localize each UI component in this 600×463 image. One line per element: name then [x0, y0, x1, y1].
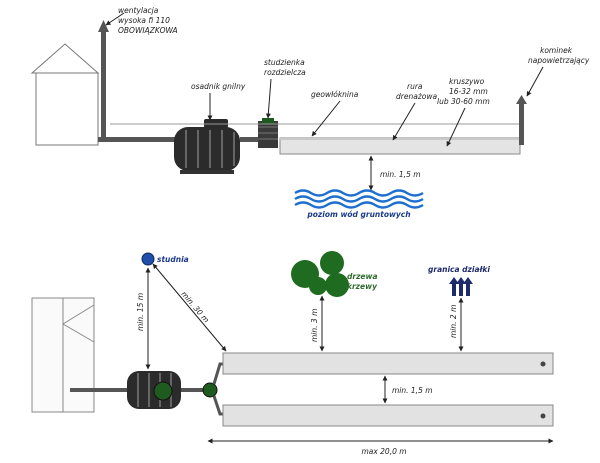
well-label: studnia	[157, 255, 189, 264]
drain-pipe-label2: drenażowa	[396, 92, 437, 101]
trees-label1: drzewa	[347, 272, 378, 281]
geotextile-layer	[280, 138, 520, 140]
water-wave-icon	[294, 189, 424, 209]
dist-border-label: min. 2 m	[449, 305, 458, 338]
house-icon	[30, 43, 100, 146]
drain-line-lower-end	[540, 413, 546, 419]
geotextile-pointer	[311, 100, 341, 137]
septic-tank-label: osadnik gnilny	[191, 82, 246, 91]
border-arrow-icon	[449, 277, 473, 296]
aggregate-label3: lub 30-60 mm	[437, 97, 490, 106]
distribution-well-icon	[258, 118, 278, 148]
distribution-well-pointer	[265, 78, 272, 119]
septic-tank-icon	[174, 119, 240, 174]
ventilation-sub1: wysoka fi 110	[118, 16, 170, 25]
dist-well-diagonal-arrow	[152, 263, 227, 352]
dist-well-diagonal-label: min. 30 m	[179, 290, 210, 325]
tree-icon	[291, 251, 349, 297]
trees-label2: krzewy	[347, 282, 378, 291]
plan-distribution-well-icon	[202, 382, 218, 398]
drain-line-upper-end	[540, 361, 546, 367]
drain-line-lower	[222, 404, 554, 427]
vent-chimney-label2: napowietrzający	[528, 56, 590, 65]
vent-chimney-icon	[516, 95, 527, 145]
geotextile-label: geowłóknina	[311, 90, 359, 99]
section-view: wentylacja wysoka fi 110 OBOWIĄZKOWA osa…	[30, 6, 590, 219]
distribution-well-label1: studzienka	[264, 58, 305, 67]
dist-between-drains-label: min. 1,5 m	[392, 386, 433, 395]
groundwater-label: poziom wód gruntowych	[306, 210, 410, 219]
plan-view: studnia min. 15 m min. 30 m drzewa krzew…	[31, 251, 554, 456]
plan-inlet-pipe	[70, 388, 132, 392]
dist-well-vertical-label: min. 15 m	[136, 293, 145, 331]
drain-bed	[279, 137, 521, 155]
inlet-pipe	[98, 137, 178, 142]
plot-border-label: granica działki	[428, 265, 490, 274]
drain-pipe-pointer	[392, 102, 416, 141]
vent-chimney-label1: kominek	[540, 46, 573, 55]
ventilation-label: wentylacja	[118, 6, 159, 15]
branch-pipe-lower	[212, 395, 223, 416]
dist-trees-label: min. 3 m	[310, 309, 319, 342]
min-depth-label: min. 1,5 m	[380, 170, 421, 179]
well-icon	[141, 252, 155, 266]
aggregate-label2: 16-32 mm	[449, 87, 488, 96]
plan-outlet-pipe	[181, 388, 207, 392]
aggregate-label1: kruszywo	[449, 77, 485, 86]
ventilation-sub2: OBOWIĄZKOWA	[118, 26, 178, 35]
drain-line-upper	[222, 352, 554, 375]
vent-chimney-pointer	[526, 66, 544, 97]
distribution-well-label2: rozdzielcza	[264, 68, 306, 77]
drain-pipe-label1: rura	[407, 82, 423, 91]
tank-outlet-pipe	[240, 137, 260, 142]
house-plan-icon	[31, 297, 95, 413]
max-length-label: max 20,0 m	[361, 447, 406, 456]
branch-pipe-upper	[212, 362, 223, 385]
ventilation-pipe	[98, 12, 125, 142]
aggregate-pointer	[446, 107, 466, 147]
plan-septic-tank-icon	[127, 371, 181, 409]
